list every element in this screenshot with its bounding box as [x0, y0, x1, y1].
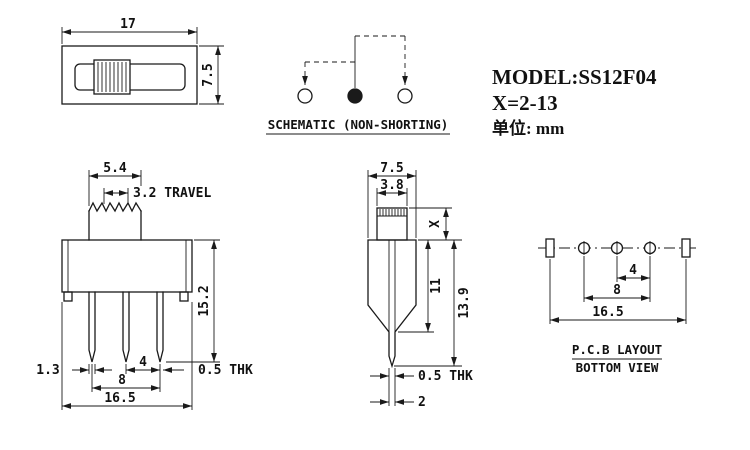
pcb-view: 4 8 16.5 P.C.B LAYOUT BOTTOM VIEW [538, 238, 698, 375]
front-body [61, 239, 193, 293]
pcb-dim-slot-span: 16.5 [592, 305, 623, 320]
side-dim-thickness: 0.5 THK [418, 369, 473, 384]
front-dim-pin-pitch: 4 [139, 355, 147, 370]
side-dim-knob-height: X [428, 220, 443, 228]
side-body [367, 239, 417, 369]
title-block: MODEL:SS12F04 X=2-13 单位: mm [492, 65, 657, 138]
pcb-dim-hole-pitch: 4 [629, 263, 637, 278]
pcb-slot-left [545, 238, 555, 258]
front-dim-base-width: 16.5 [104, 391, 135, 406]
x-range: X=2-13 [492, 91, 558, 115]
front-foot-left [63, 291, 73, 302]
side-knob-hatch [379, 209, 405, 216]
front-dim-thickness: 0.5 THK [198, 363, 253, 378]
schematic-view: SCHEMATIC (NON-SHORTING) [266, 35, 450, 135]
front-dim-height: 15.2 [197, 285, 212, 316]
front-dim-pin-width: 1.3 [36, 363, 59, 378]
unit-label: 单位: mm [492, 118, 564, 138]
front-view: 5.4 3.2 TRAVEL 15.2 1.3 4 0.5 THK 8 1 [36, 161, 253, 410]
side-dim-pin-width: 2 [418, 395, 426, 410]
side-dim-total-height: 13.9 [457, 287, 472, 318]
front-knob-serration [88, 201, 142, 213]
front-pin-middle [122, 291, 130, 363]
side-dim-body-height: 11 [429, 278, 444, 294]
top-view-body [61, 45, 198, 105]
front-pin-left [88, 291, 96, 363]
schematic-terminal-common [347, 88, 363, 104]
knob-hatch [97, 62, 127, 92]
pcb-slot-right [681, 238, 691, 258]
top-view-knob [93, 59, 131, 95]
top-view-dim-height: 7.5 [201, 63, 216, 86]
front-dim-pin-span: 8 [118, 373, 126, 388]
schematic-terminal-left [297, 88, 313, 104]
pcb-caption-line2: BOTTOM VIEW [576, 360, 659, 375]
front-pin-right [156, 291, 164, 363]
model-number: MODEL:SS12F04 [492, 65, 657, 89]
front-foot-right [179, 291, 189, 302]
schematic-terminal-right [397, 88, 413, 104]
front-dim-travel: 3.2 TRAVEL [133, 186, 211, 201]
top-view: 17 7.5 [61, 17, 224, 105]
schematic-caption: SCHEMATIC (NON-SHORTING) [268, 117, 449, 132]
side-dim-knob-depth: 3.8 [380, 178, 404, 193]
side-view: 7.5 3.8 X 11 13.9 0.5 THK 2 [367, 161, 473, 410]
pcb-dim-hole-span: 8 [613, 283, 621, 298]
pcb-caption-line1: P.C.B LAYOUT [572, 342, 662, 357]
side-dim-base-depth: 7.5 [380, 161, 403, 176]
top-view-dim-width: 17 [120, 17, 136, 32]
front-dim-knob-width: 5.4 [103, 161, 127, 176]
